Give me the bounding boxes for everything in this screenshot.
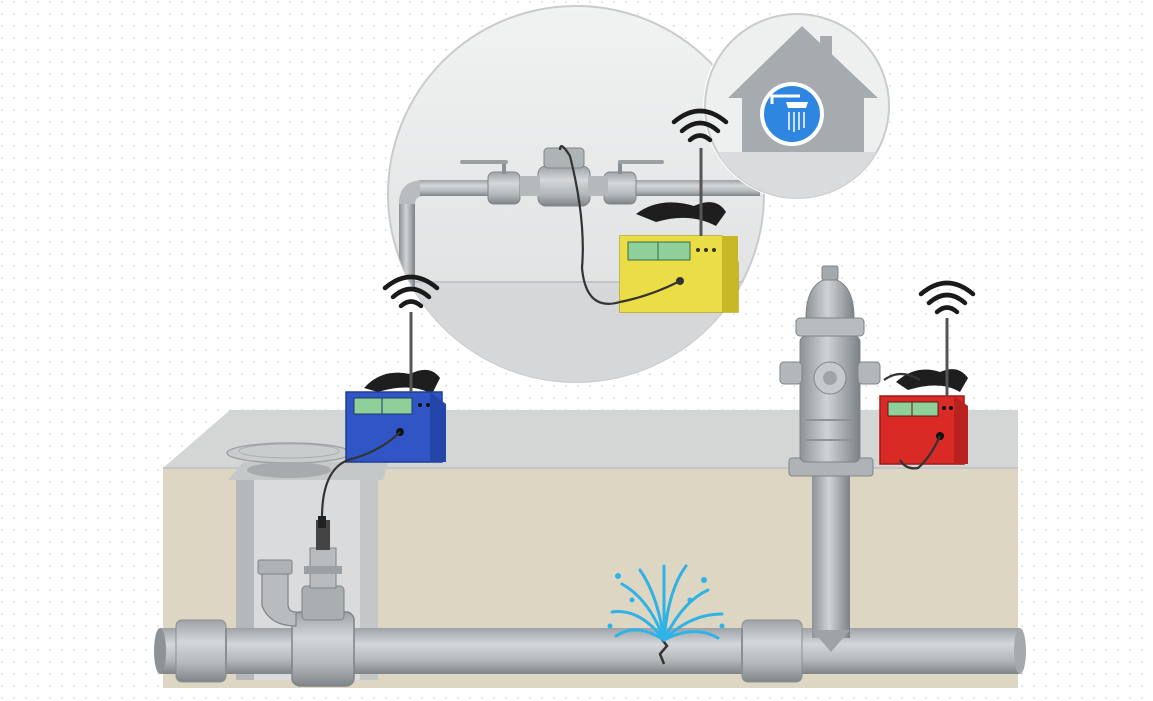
water-main-pipe xyxy=(154,620,1026,682)
manhole-lid xyxy=(227,443,351,463)
hydrant-standpipe xyxy=(812,470,850,652)
shower-icon xyxy=(760,82,824,146)
